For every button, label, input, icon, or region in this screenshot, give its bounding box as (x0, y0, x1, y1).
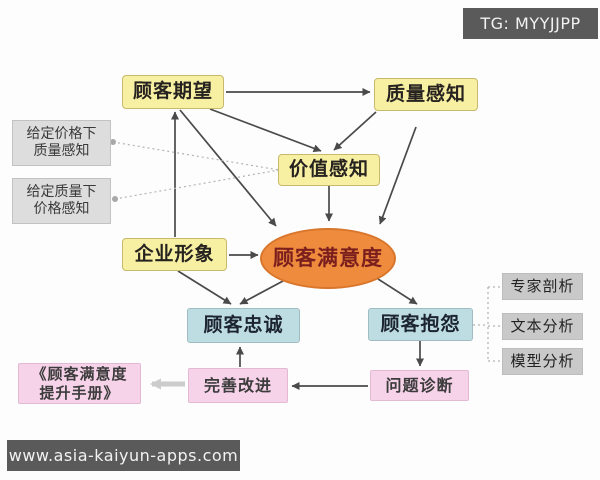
node-line: 《顾客满意度 (31, 364, 128, 383)
node-improvement: 完善改进 (188, 368, 288, 403)
arrow-expectation-to-satisfaction (179, 109, 277, 227)
dotted-qgp-to-value (112, 141, 280, 171)
arrow-quality-to-satisfaction (378, 126, 417, 225)
node-customer-complaint: 顾客抱怨 (368, 308, 473, 341)
site-watermark: www.asia-kaiyun-apps.com (7, 440, 240, 471)
node-model-analysis: 模型分析 (502, 348, 583, 375)
node-expert-analysis: 专家剖析 (502, 273, 583, 300)
arrow-satisfaction-to-complaint (377, 278, 418, 305)
node-perceived-value: 价值感知 (278, 154, 380, 186)
node-customer-loyalty: 顾客忠诚 (187, 308, 300, 343)
node-line: 给定价格下 (26, 125, 97, 142)
node-manual: 《顾客满意度 提升手册》 (18, 363, 141, 404)
dot-qgp (110, 139, 116, 145)
node-line: 给定质量下 (26, 183, 97, 200)
node-customer-satisfaction: 顾客满意度 (260, 228, 396, 289)
dotted-pgq-to-value (114, 169, 280, 200)
arrow-image-to-loyalty (177, 270, 232, 305)
node-text-analysis: 文本分析 (502, 313, 583, 340)
node-problem-diagnosis: 问题诊断 (370, 370, 469, 401)
node-perceived-quality: 质量感知 (374, 78, 478, 111)
node-line: 提升手册》 (39, 383, 120, 402)
arrow-quality-to-value (333, 111, 377, 151)
node-price-given-quality: 给定质量下 价格感知 (12, 178, 111, 224)
tg-watermark: TG: MYYJJPP (463, 8, 598, 39)
arrow-satisfaction-to-loyalty (239, 280, 284, 305)
node-line: 质量感知 (33, 143, 90, 159)
node-quality-given-price: 给定价格下 质量感知 (12, 120, 111, 166)
node-corporate-image: 企业形象 (122, 238, 227, 271)
arrow-expectation-to-value (209, 108, 322, 153)
dot-pgq (112, 196, 118, 202)
node-line: 价格感知 (33, 201, 90, 217)
node-customer-expectation: 顾客期望 (122, 75, 224, 109)
